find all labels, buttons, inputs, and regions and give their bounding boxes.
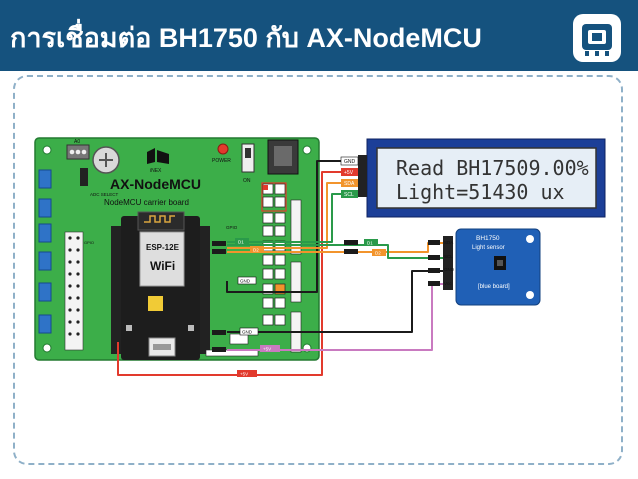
lcd-module: Read BH17509.00% Light=51430 ux xyxy=(358,138,606,218)
tag-5v-sensor: +5V xyxy=(263,347,271,352)
tag-d2-sensor: D2 xyxy=(375,251,381,256)
adc-select-label: ADC SELECT xyxy=(90,192,119,197)
lcd-line-2: Light=51430 ux xyxy=(396,180,565,204)
on-label: ON xyxy=(243,178,251,184)
esp-wifi: WiFi xyxy=(150,259,175,273)
ax-nodemcu-board: A0 ADC SELECT iNEX AX-NodeMCU NodeMCU ca… xyxy=(34,137,320,361)
sensor-pin-gnd: GND xyxy=(444,267,455,272)
inex-logo-text: iNEX xyxy=(150,168,162,174)
wire-lcd-gnd xyxy=(226,160,341,293)
wire-lcd-scl xyxy=(227,193,341,243)
lcd-pin-sda: SDA xyxy=(344,181,355,187)
a0-label: A0 xyxy=(74,139,80,145)
slide-title: การเชื่อมต่อ BH1750 กับ AX-NodeMCU xyxy=(10,23,482,53)
wire-lcd-sda xyxy=(227,182,341,249)
lcd-line-1: Read BH17509.00% xyxy=(396,156,589,180)
tag-gnd-board: GND xyxy=(240,279,251,284)
tag-gnd-sensor: GND xyxy=(242,330,253,335)
tag-d1-board: D1 xyxy=(238,240,244,245)
wire-sensor-scl xyxy=(227,244,443,259)
lcd-pin-gnd: GND xyxy=(344,159,356,165)
gpio-label-right: GPIO xyxy=(226,225,238,230)
wire-lcd-5v xyxy=(117,171,341,376)
power-label: POWER xyxy=(212,158,231,164)
wire-sensor-gnd xyxy=(227,270,443,333)
board-subtitle: NodeMCU carrier board xyxy=(104,198,189,207)
sensor-pin-scl: SCL xyxy=(444,254,453,259)
nodemcu-module: ESP-12E WiFi xyxy=(121,211,200,360)
sensor-pin-vcc: Vcc xyxy=(444,281,452,286)
publisher-logo-icon xyxy=(573,14,621,62)
gpio-label-left: GPIO xyxy=(84,240,94,245)
board-name: AX-NodeMCU xyxy=(110,176,201,192)
esp-model: ESP-12E xyxy=(146,243,180,252)
sensor-name: BH1750 xyxy=(476,235,500,242)
panel-stitch-border xyxy=(13,75,623,465)
sensor-pin-sda: SDA xyxy=(444,240,453,245)
wire-tags: D1 D2 GND D1 D2 GND +5V +5V xyxy=(235,238,386,377)
bh1750-sensor: BH1750 Light sensor [blue board] SDA SCL… xyxy=(443,228,541,306)
tag-d2-board: D2 xyxy=(253,248,259,253)
inex-logo-icon xyxy=(147,148,169,164)
tag-5v-lcd: +5V xyxy=(240,372,248,377)
lcd-pin-labels: GND +5V SDA SCL xyxy=(340,156,359,198)
lcd-pin-5v: +5V xyxy=(344,170,354,176)
lcd-pin-scl: SCL xyxy=(344,192,354,198)
sensor-desc: Light sensor xyxy=(472,245,505,251)
sensor-board-tag: [blue board] xyxy=(478,284,510,290)
tag-d1-sensor: D1 xyxy=(367,241,373,246)
